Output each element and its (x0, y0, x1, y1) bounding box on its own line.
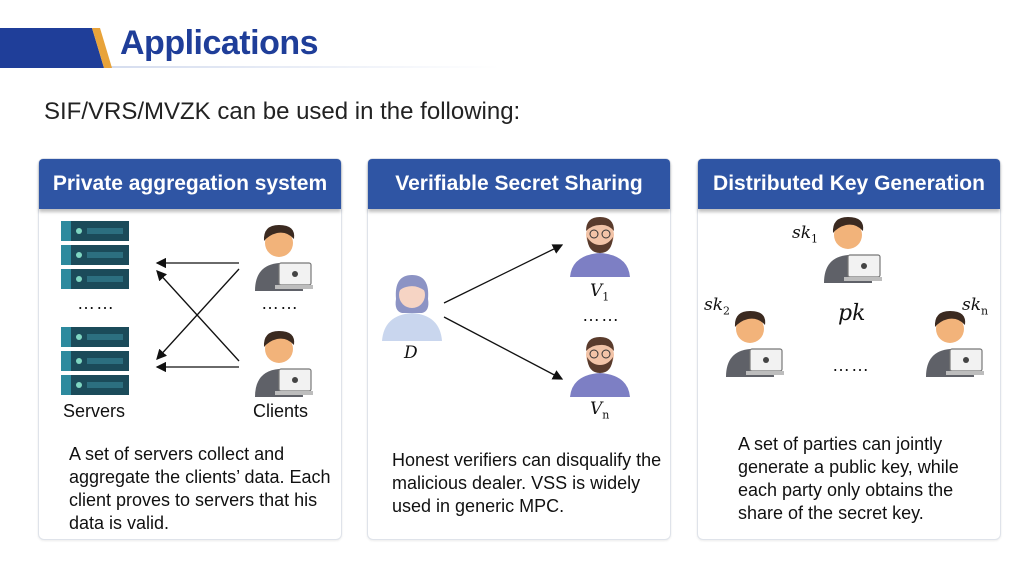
skn-label: skn (962, 295, 989, 318)
dealer-label: D (404, 343, 418, 363)
verifiers-ellipsis: …… (582, 305, 620, 325)
party-with-laptop-icon (824, 217, 882, 283)
party-with-laptop-icon (926, 311, 984, 377)
verifier-man-icon (570, 337, 630, 397)
servers-label: Servers (63, 401, 126, 421)
sk2-label: sk2 (704, 295, 731, 318)
panel-description: A set of parties can jointly generate a … (738, 434, 959, 523)
client-with-laptop-icon (255, 331, 313, 397)
party-with-laptop-icon (726, 311, 784, 377)
panel-distributed-key-generation: Distributed Key Generation sk1 sk2 pk ……… (697, 158, 1001, 540)
panel-description: A set of servers collect and aggregate t… (69, 444, 331, 533)
clients-label: Clients (253, 401, 309, 421)
dealer-woman-icon (382, 275, 442, 341)
panel-description: Honest verifiers can disqualify the mali… (392, 450, 662, 516)
page-title: Applications (120, 24, 319, 62)
servers-ellipsis: …… (77, 293, 115, 313)
server-icon (61, 221, 129, 289)
panel-title: Private aggregation system (39, 159, 341, 209)
arrows-diagram (155, 257, 240, 373)
distribution-arrows (443, 244, 564, 380)
panel-private-aggregation: Private aggregation system …… …… (38, 158, 342, 540)
verifier-1-label: V1 (590, 281, 610, 304)
panel-verifiable-secret-sharing: Verifiable Secret Sharing D V1 …… Vn Hon… (367, 158, 671, 540)
intro-text: SIF/VRS/MVZK can be used in the followin… (44, 98, 521, 125)
parties-ellipsis: …… (832, 355, 870, 375)
header-underline (0, 66, 500, 68)
server-icon (61, 327, 129, 395)
header-accent-shape (0, 28, 112, 68)
clients-ellipsis: …… (261, 293, 299, 313)
sk1-label: sk1 (792, 223, 819, 246)
verifier-n-label: Vn (590, 399, 610, 422)
panel-title: Verifiable Secret Sharing (368, 159, 670, 209)
panel-title: Distributed Key Generation (698, 159, 1000, 209)
verifier-man-icon (570, 217, 630, 277)
client-with-laptop-icon (255, 225, 313, 291)
public-key-label: pk (838, 301, 866, 326)
